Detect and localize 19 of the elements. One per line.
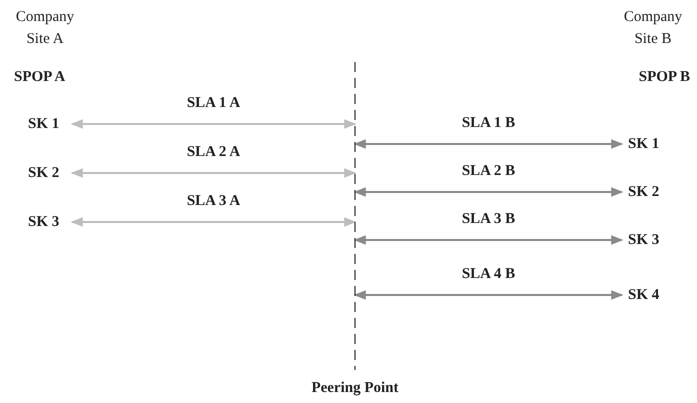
heading-label: Peering Point [310, 379, 400, 398]
double-arrow [354, 139, 624, 149]
node-label: SK 2 [628, 182, 678, 202]
site-label: Company Site A [14, 8, 76, 49]
node-label: SK 4 [628, 285, 678, 305]
double-arrow [354, 235, 624, 245]
heading-label: SPOP B [638, 68, 690, 87]
double-arrow [70, 119, 356, 129]
node-label: SK 1 [28, 114, 78, 134]
double-arrow [70, 168, 356, 178]
double-arrow [354, 187, 624, 197]
node-label: SK 1 [628, 134, 678, 154]
heading-label: SPOP A [14, 68, 66, 87]
node-label: SK 3 [628, 230, 678, 250]
double-arrow [354, 290, 624, 300]
node-label: SK 2 [28, 163, 78, 183]
double-arrow [70, 217, 356, 227]
node-label: SK 3 [28, 212, 78, 232]
site-label: Company Site B [622, 8, 684, 49]
